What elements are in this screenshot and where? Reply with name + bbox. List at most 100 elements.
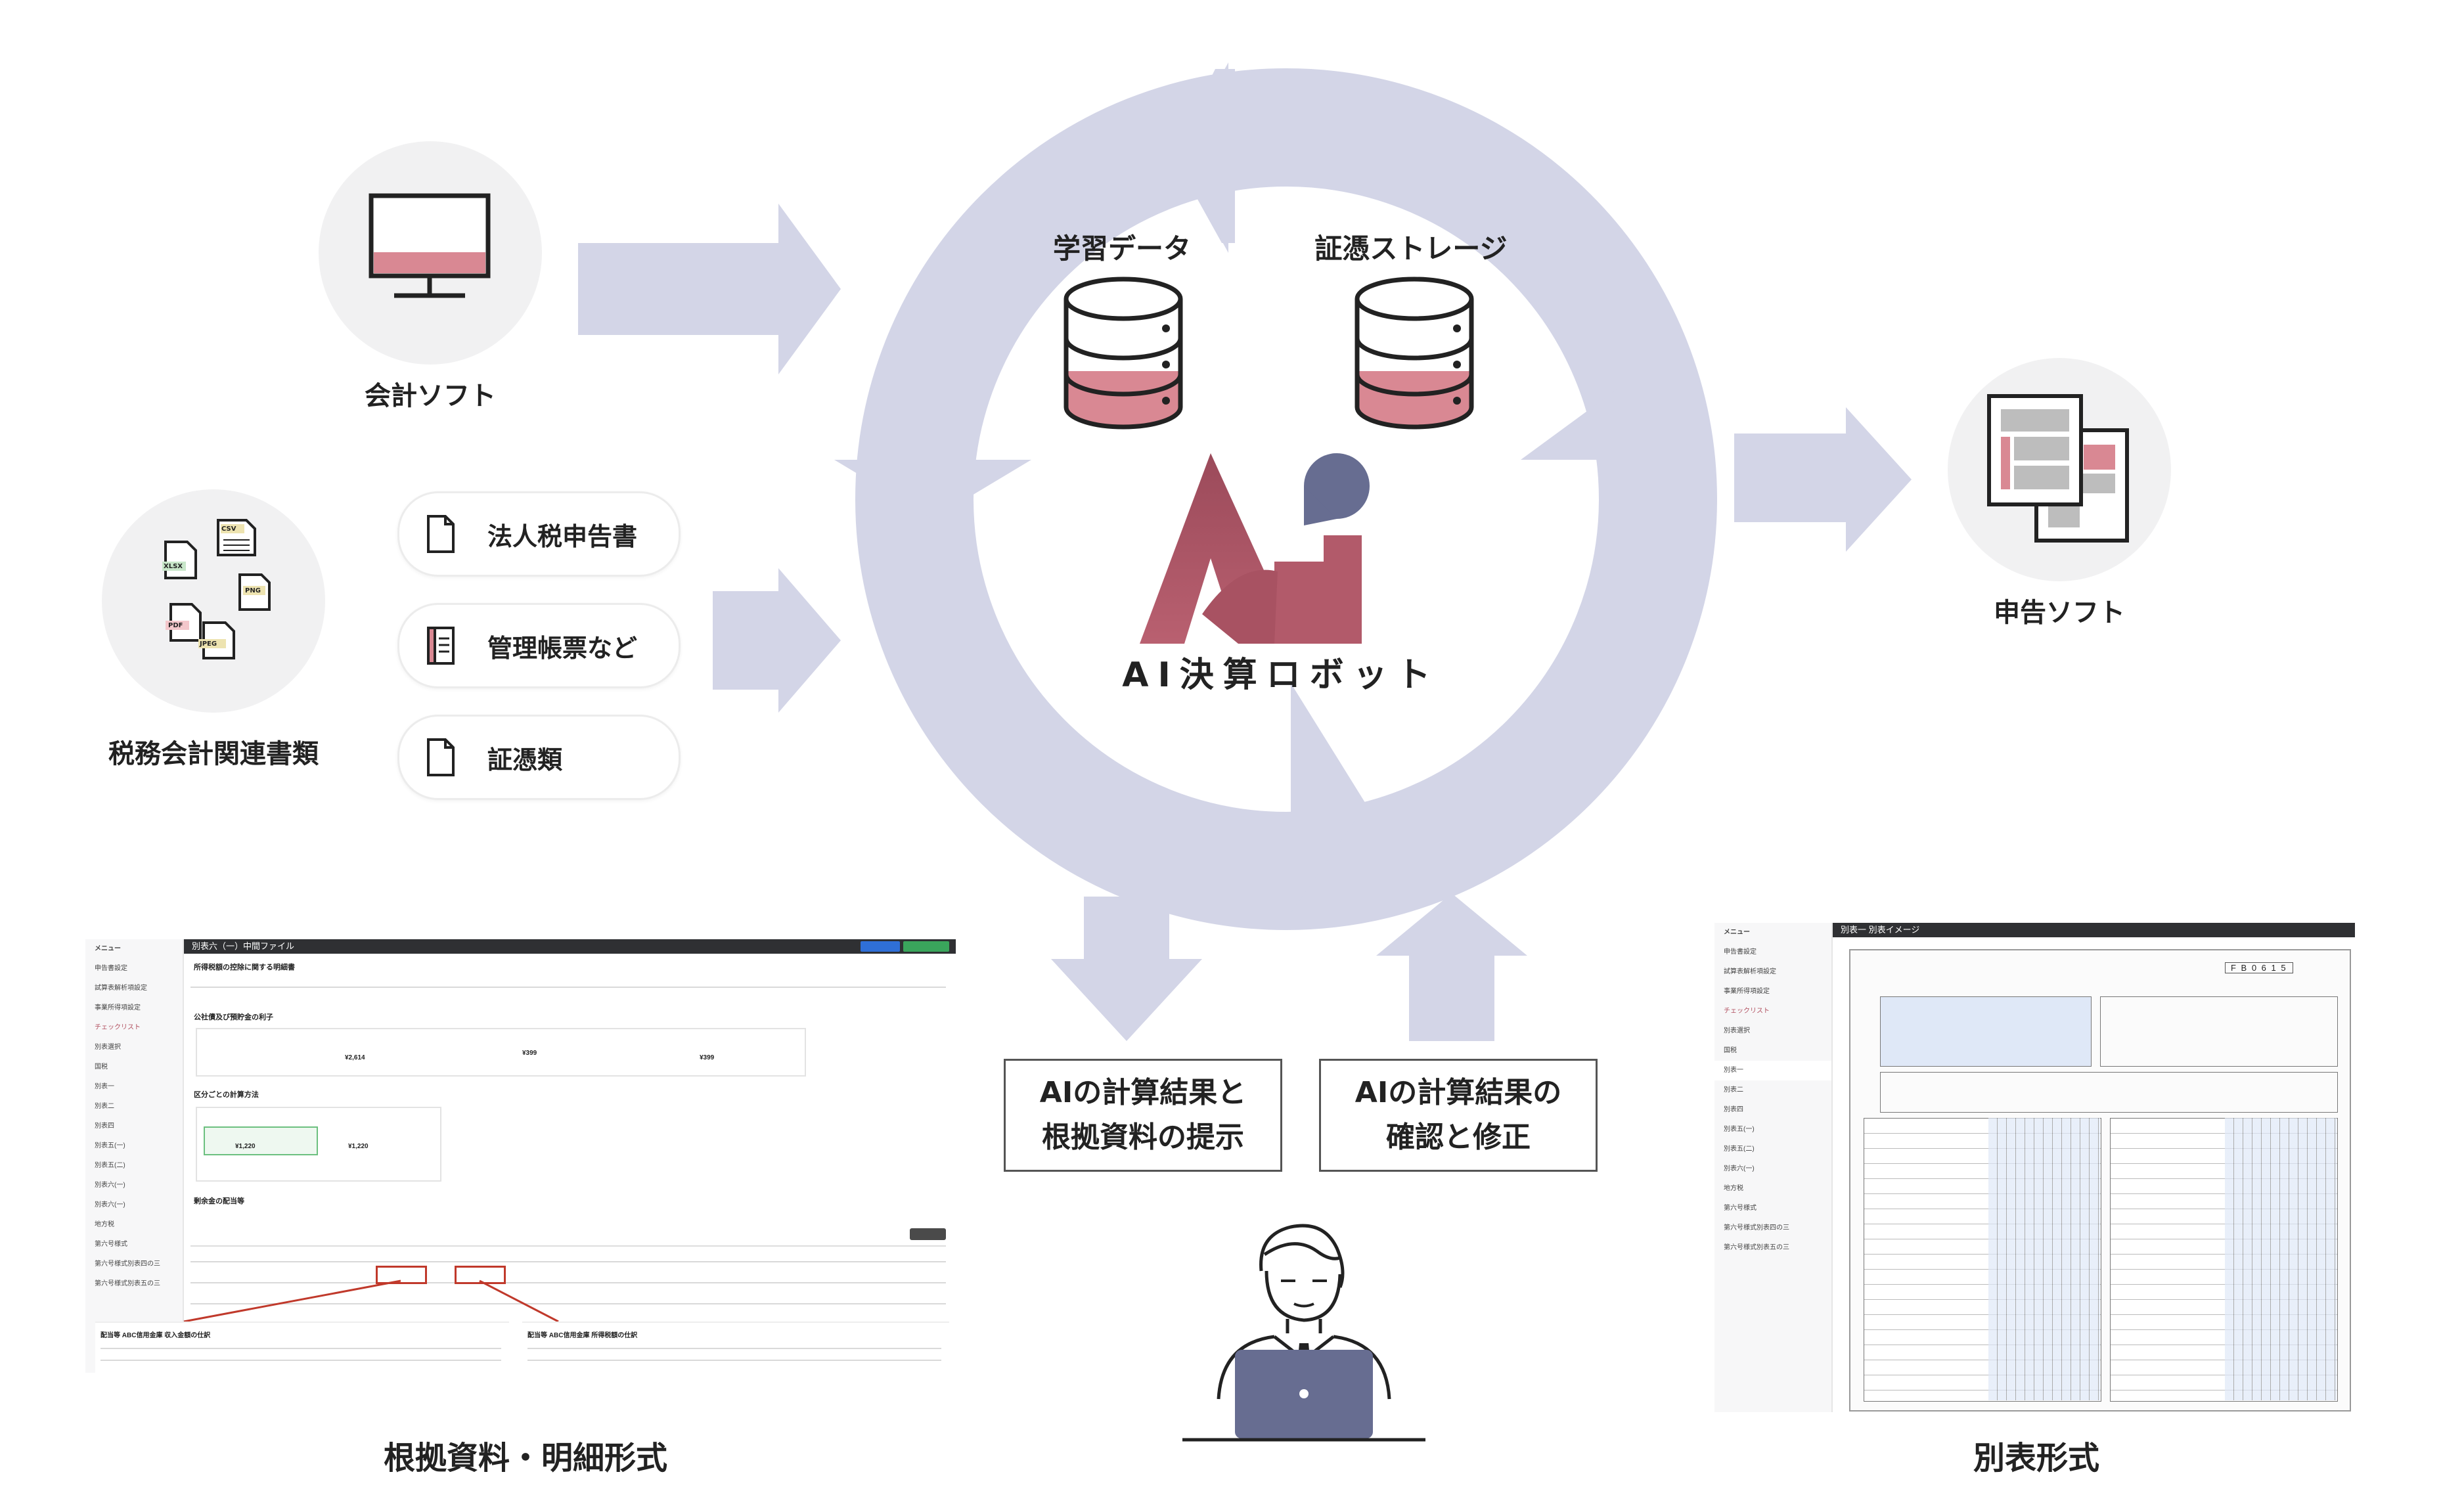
- database-icon: [1064, 277, 1183, 430]
- person-laptop-icon: [1182, 1224, 1425, 1442]
- menu-item[interactable]: 第六号様式別表四の三: [95, 1260, 160, 1268]
- menu-item[interactable]: 事業所得項設定: [95, 1004, 141, 1012]
- tax-documents-circle: [102, 489, 325, 713]
- menu-item[interactable]: 別表六(一): [95, 1201, 125, 1209]
- ai-robot-logo: [1140, 453, 1370, 644]
- document-icon: [427, 515, 455, 553]
- menu-item[interactable]: 別表一: [95, 1083, 114, 1090]
- amount-income: ¥2,614: [345, 1054, 365, 1061]
- interest-table: [196, 1028, 806, 1077]
- menu-item[interactable]: 別表五(二): [1724, 1145, 1755, 1153]
- detail-screenshot: メニュー 申告書設定 試算表解析項設定 事業所得項設定 チェックリスト 別表選択…: [85, 939, 956, 1373]
- menu-item[interactable]: 試算表解析項設定: [95, 985, 147, 992]
- storage-icon: [1355, 277, 1474, 430]
- popup-title: 配当等 ABC信用金庫 所得税額の仕訳: [527, 1332, 638, 1339]
- popup-income-journal: 配当等 ABC信用金庫 収入金額の仕訳: [95, 1322, 509, 1373]
- box-line: 確認と修正: [1386, 1121, 1531, 1154]
- menu-item[interactable]: 別表六(一): [1724, 1165, 1755, 1172]
- section-title: 所得税額の控除に関する明細書: [194, 964, 295, 971]
- menu-item[interactable]: 第六号様式: [1724, 1205, 1757, 1212]
- arrow-down: [1051, 897, 1202, 1041]
- pill-corporate-tax-return: 法人税申告書: [397, 491, 681, 577]
- menu-title: メニュー: [95, 945, 121, 952]
- box-line: AIの計算結果と: [1039, 1076, 1247, 1109]
- form-code: F B 0 6 1 5: [2225, 962, 2293, 973]
- menu-item[interactable]: 国税: [1724, 1047, 1737, 1054]
- menu-item[interactable]: 第六号様式別表五の三: [95, 1280, 160, 1287]
- box-line: 根拠資料の提示: [1042, 1121, 1244, 1154]
- popup-title: 配当等 ABC信用金庫 収入金額の仕訳: [101, 1332, 211, 1339]
- menu-section: 地方税: [95, 1221, 114, 1228]
- menu-item[interactable]: 別表二: [95, 1103, 114, 1110]
- pill-management-reports: 管理帳票など: [397, 603, 681, 688]
- amount-tax: ¥399: [522, 1050, 537, 1057]
- menu-item-active[interactable]: 別表一: [1714, 1061, 1831, 1080]
- method-option-selected[interactable]: [204, 1126, 318, 1155]
- menu-item[interactable]: 別表四: [95, 1123, 114, 1130]
- callout-lines: [183, 1279, 559, 1323]
- menu-item[interactable]: 申告書設定: [1724, 948, 1757, 956]
- highlight-income: [376, 1266, 427, 1284]
- arrow-up: [1376, 893, 1527, 1041]
- form-title-bar: 別表一 別表イメージ: [1833, 923, 2355, 937]
- menu-item[interactable]: 試算表解析項設定: [1724, 968, 1776, 975]
- filing-software-label: 申告ソフト: [1994, 598, 2125, 628]
- detail-caption: 根拠資料・明細形式: [383, 1440, 667, 1477]
- form-screenshot: メニュー 申告書設定 試算表解析項設定 事業所得項設定 チェックリスト 別表選択…: [1714, 923, 2355, 1412]
- dividend-table: [190, 1245, 946, 1319]
- accounting-software-label: 会計ソフト: [365, 381, 496, 411]
- box-line: AIの計算結果の: [1355, 1076, 1562, 1109]
- tax-form-image: F B 0 6 1 5: [1849, 949, 2351, 1412]
- menu-item[interactable]: 別表四: [1724, 1106, 1743, 1113]
- menu-item-checklist[interactable]: チェックリスト: [95, 1024, 141, 1031]
- form-sidebar: メニュー 申告書設定 試算表解析項設定 事業所得項設定 チェックリスト 別表選択…: [1714, 923, 1833, 1412]
- detail-title-bar: 別表六（一）中間ファイル: [184, 939, 956, 954]
- document-icon: [427, 738, 455, 776]
- file-formats-icon: [162, 519, 271, 659]
- forms-icon: [1987, 394, 2129, 543]
- menu-item[interactable]: 別表六(一): [95, 1182, 125, 1189]
- menu-section: 別表選択: [95, 1044, 121, 1051]
- output-button[interactable]: [903, 941, 949, 952]
- method-amount-a: ¥1,220: [235, 1143, 256, 1150]
- pill-label: 法人税申告書: [487, 522, 638, 551]
- menu-item[interactable]: 国税: [95, 1063, 108, 1071]
- save-button[interactable]: [861, 941, 900, 952]
- highlight-tax: [455, 1266, 506, 1284]
- menu-section: 別表選択: [1724, 1027, 1750, 1034]
- badge-csv: CSV: [221, 525, 236, 533]
- robot-label: AI決算ロボット: [1122, 656, 1440, 695]
- box-review-results: AIの計算結果の 確認と修正: [1319, 1059, 1598, 1172]
- box-present-results: AIの計算結果と 根拠資料の提示: [1004, 1059, 1282, 1172]
- pill-label: 管理帳票など: [487, 633, 638, 663]
- menu-item[interactable]: 別表五(二): [95, 1162, 125, 1169]
- arrow-output: [1734, 407, 1912, 552]
- menu-item[interactable]: 第六号様式別表五の三: [1724, 1244, 1789, 1251]
- menu-item[interactable]: 別表五(一): [1724, 1126, 1755, 1133]
- arrow-input-bottom: [713, 568, 841, 713]
- menu-item[interactable]: 別表五(一): [95, 1142, 125, 1149]
- subsection-method: 区分ごとの計算方法: [194, 1091, 259, 1099]
- badge-pdf: PDF: [168, 622, 183, 629]
- menu-title: メニュー: [1724, 929, 1750, 936]
- popup-tax-journal: 配当等 ABC信用金庫 所得税額の仕訳: [522, 1322, 949, 1373]
- add-row-button[interactable]: [910, 1228, 946, 1240]
- ledger-icon: [427, 627, 455, 665]
- badge-xlsx: XLSX: [164, 563, 183, 570]
- menu-section: 地方税: [1724, 1185, 1743, 1192]
- menu-item[interactable]: 事業所得項設定: [1724, 988, 1770, 995]
- menu-item[interactable]: 申告書設定: [95, 965, 127, 972]
- menu-item[interactable]: 第六号様式: [95, 1241, 127, 1248]
- menu-item[interactable]: 第六号様式別表四の三: [1724, 1224, 1789, 1232]
- pill-vouchers: 証憑類: [397, 715, 681, 800]
- badge-jpeg: JPEG: [200, 640, 217, 648]
- storage-right-label: 証憑ストレージ: [1314, 233, 1508, 265]
- amount-creditable: ¥399: [700, 1054, 715, 1061]
- form-caption: 別表形式: [1973, 1440, 2099, 1477]
- menu-item[interactable]: 別表二: [1724, 1086, 1743, 1094]
- menu-item-checklist[interactable]: チェックリスト: [1724, 1008, 1770, 1015]
- pill-label: 証憑類: [487, 745, 563, 774]
- arrow-input-top: [578, 204, 841, 374]
- badge-png: PNG: [245, 587, 261, 594]
